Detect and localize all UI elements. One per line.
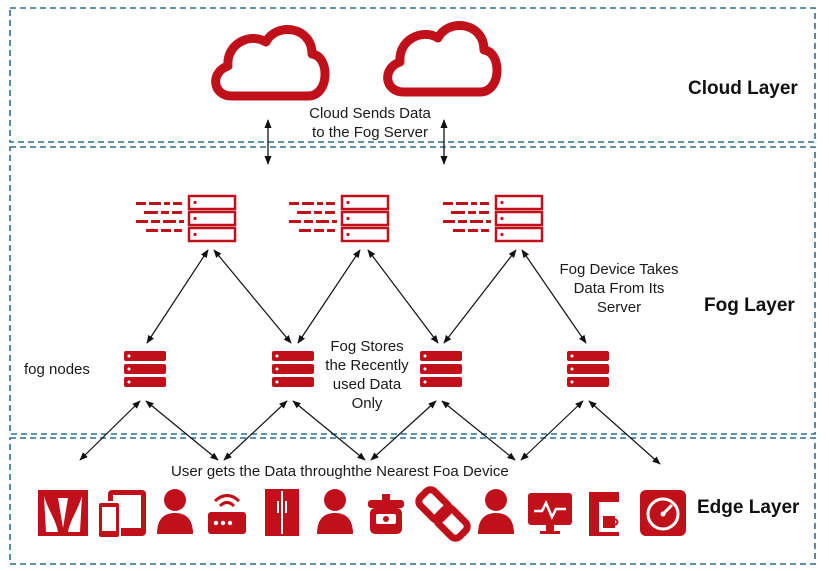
router-icon [208, 494, 246, 534]
monitor-icon [528, 493, 572, 534]
fog-layer-title: Fog Layer [704, 295, 795, 316]
fog-stores-line4: Only [351, 395, 383, 412]
fog-node-icon [272, 351, 314, 387]
coffee-machine-icon [589, 492, 619, 536]
fog-device-line3: Server [596, 299, 642, 316]
fog-stores-line1: Fog Stores [330, 338, 404, 355]
user-icon [478, 489, 514, 534]
rice-cooker-icon [368, 494, 404, 534]
fog-server-icon [443, 194, 544, 243]
cloud-layer-title: Cloud Layer [688, 78, 798, 99]
cloud-icon [211, 25, 330, 101]
fog-device-line2: Data From Its [573, 280, 665, 297]
theater-curtain-icon [38, 490, 88, 536]
refrigerator-icon [265, 489, 299, 536]
fog-server-icon [289, 194, 390, 243]
user-icon [317, 489, 353, 534]
cloud-layer-box [9, 7, 816, 143]
node-edge-arrows [79, 400, 661, 465]
fog-node-icon [567, 351, 609, 387]
fog-stores-line2: the Recently [325, 357, 409, 374]
fog-server-icon [136, 194, 237, 243]
cloud-sends-label: Cloud Sends Data to the Fog Server [296, 104, 444, 142]
fog-node-icon [420, 351, 462, 387]
fog-stores-label: Fog Stores the Recently used Data Only [318, 337, 416, 413]
cloud-sends-line2: to the Fog Server [312, 124, 428, 141]
fog-nodes-label: fog nodes [24, 361, 90, 378]
edge-layer-title: Edge Layer [697, 497, 800, 518]
phone-tablet-icon [97, 490, 146, 539]
fog-device-line1: Fog Device Takes [559, 261, 679, 278]
fog-device-takes-label: Fog Device Takes Data From Its Server [548, 260, 690, 317]
chain-link-icon [415, 486, 471, 542]
cloud-icon [383, 21, 502, 97]
user-gets-label: User gets the Data throughthe Nearest Fo… [171, 463, 509, 480]
fog-node-icon [124, 351, 166, 387]
speedometer-icon [640, 490, 686, 536]
user-icon [157, 489, 193, 534]
fog-stores-line3: used Data [332, 376, 402, 393]
cloud-sends-line1: Cloud Sends Data [309, 105, 431, 122]
server-node-arrows [146, 249, 587, 344]
